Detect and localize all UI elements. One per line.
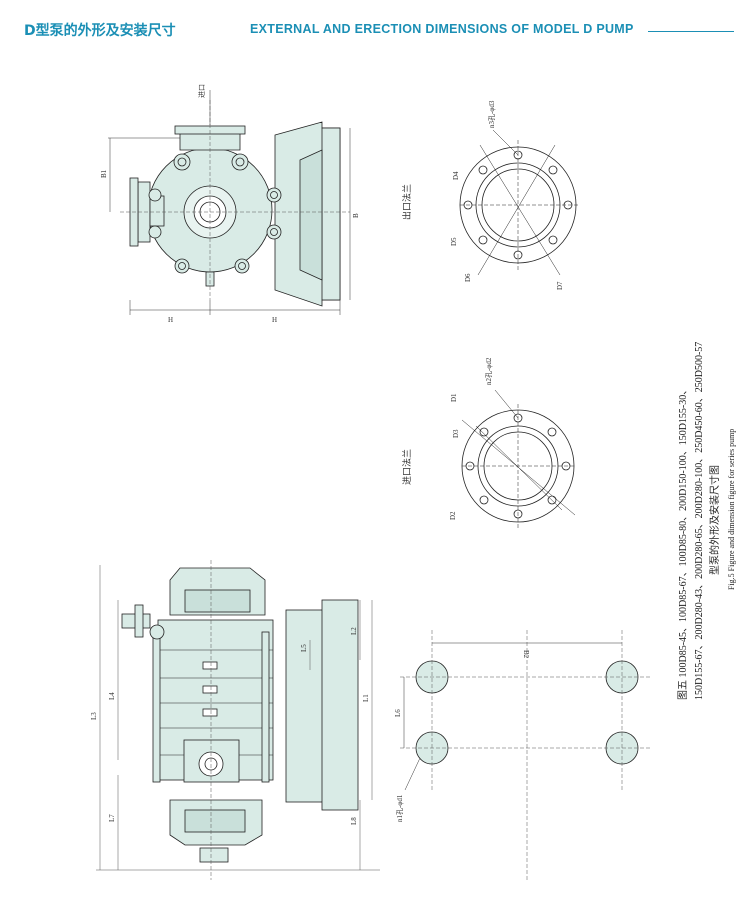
label-L8: L8 (350, 817, 358, 825)
outlet-flange-view (459, 129, 580, 276)
label-B: B (352, 213, 360, 218)
label-B1: B1 (100, 169, 108, 178)
label-L6: L6 (394, 709, 402, 717)
label-D3: D3 (452, 429, 460, 438)
pump-front-view (129, 121, 341, 307)
label-D4: D4 (452, 171, 460, 180)
label-inlet-flange: 进口法兰 (401, 449, 412, 485)
caption-line3: 型泵的外形及安装尺寸图 (708, 465, 721, 575)
caption-line2: 150D155-67、200D280-43、200D280-65、200D280… (694, 342, 705, 700)
label-B2: B2 (522, 650, 530, 659)
page-title-cn: D型泵的外形及安装尺寸 (24, 23, 176, 39)
side-dimension-lines (96, 560, 380, 880)
front-dimension-lines (108, 90, 351, 315)
label-L4: L4 (108, 692, 116, 700)
front-centerlines (120, 100, 350, 300)
label-L3: L3 (90, 712, 98, 720)
label-n2-d2: n2孔-φd2 (485, 357, 493, 385)
label-D2: D2 (449, 511, 457, 520)
label-L7: L7 (108, 814, 116, 822)
label-D5: D5 (450, 237, 458, 246)
label-L2: L2 (350, 627, 358, 635)
title-rule (648, 31, 734, 32)
foundation-bolt-layout (400, 630, 650, 880)
label-L5: L5 (300, 644, 308, 652)
label-H: H (272, 316, 277, 324)
inlet-flange-view (461, 389, 576, 528)
label-D1: D1 (450, 393, 458, 402)
page-title-en: EXTERNAL AND ERECTION DIMENSIONS OF MODE… (250, 22, 634, 36)
caption-line1: 图五 100D85-45、100D85-67、100D85-80、200D150… (677, 385, 689, 700)
label-L1: L1 (362, 694, 370, 702)
label-n3-d3: n3孔-φd3 (488, 100, 496, 128)
label-outlet-flange: 出口法兰 (401, 184, 412, 220)
label-n1-d1: n1孔-φd1 (396, 794, 404, 822)
label-H-small: H (168, 316, 173, 324)
label-inlet-top: 进口 (198, 84, 206, 98)
label-D7: D7 (556, 281, 564, 290)
pump-side-view (121, 567, 359, 863)
label-D6: D6 (464, 273, 472, 282)
caption-line4: Fig.5 Figure and dimension figure for se… (727, 429, 736, 590)
